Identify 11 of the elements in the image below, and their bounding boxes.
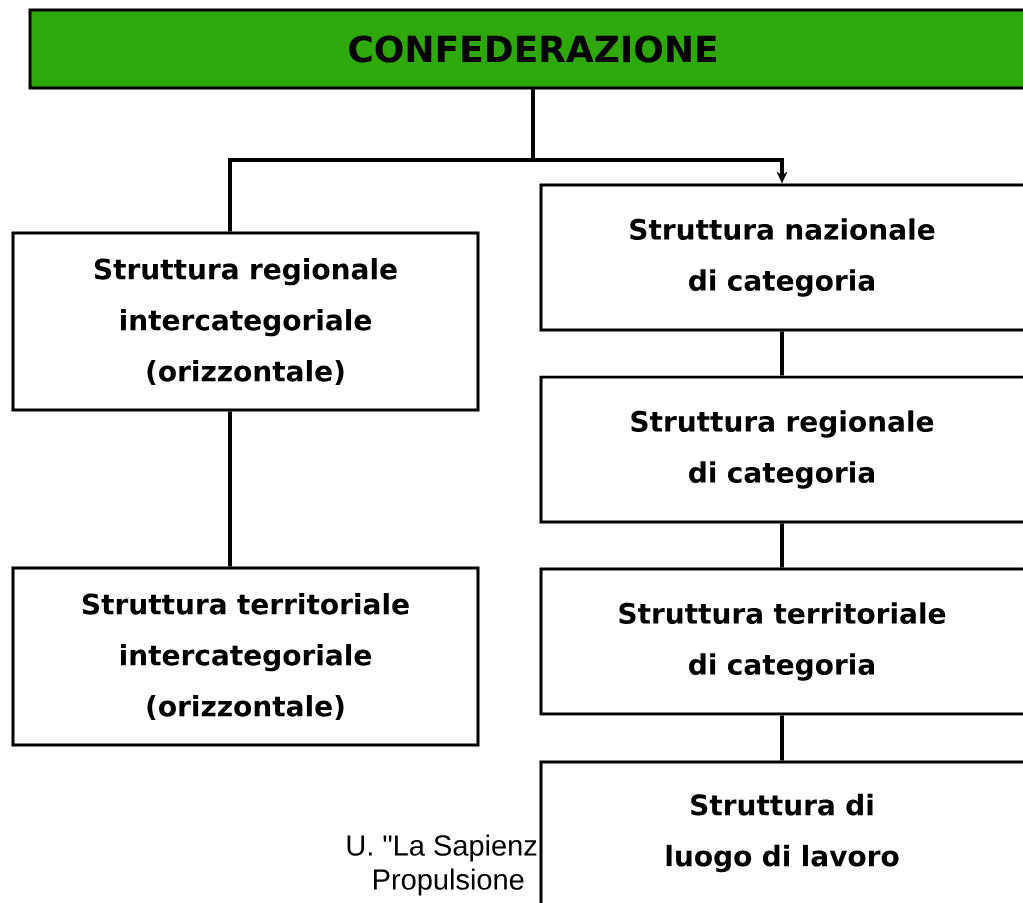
connector: [780, 331, 784, 376]
structure-box: Struttura di luogo di lavoro: [539, 760, 1023, 903]
structure-box: Struttura regionale intercategoriale (orizzontale): [11, 231, 480, 412]
connector: [780, 523, 784, 568]
structure-box: Struttura territoriale intercategoriale (orizzontale): [11, 566, 480, 747]
structure-box: Struttura territoriale di categoria: [539, 567, 1023, 716]
title-bar: CONFEDERAZIONE: [28, 8, 1023, 90]
structure-box: Struttura regionale di categoria: [539, 375, 1023, 524]
connector: [228, 411, 232, 567]
connector: [780, 715, 784, 761]
structure-box: Struttura nazionale di categoria: [539, 183, 1023, 332]
